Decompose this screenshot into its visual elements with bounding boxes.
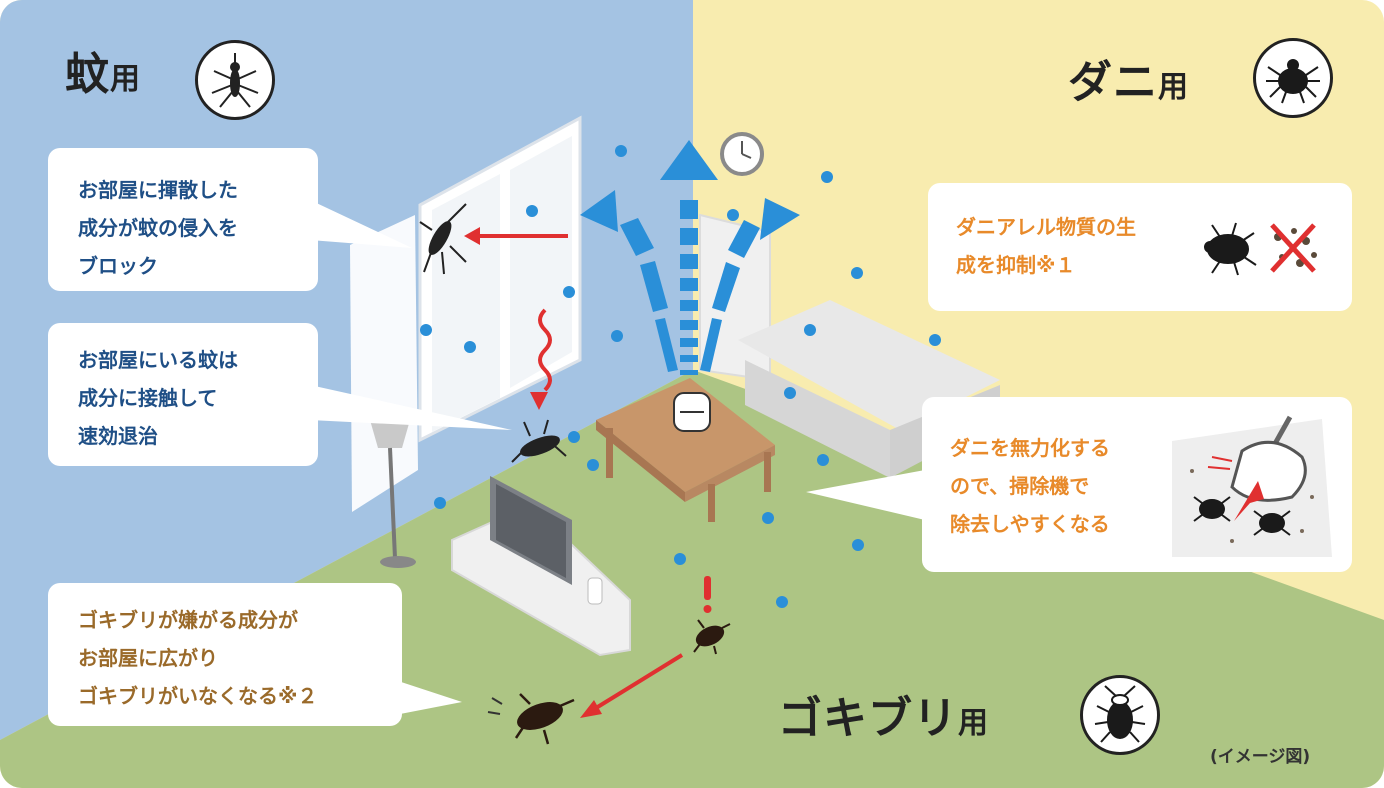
mosquito-block-arrow	[464, 227, 568, 245]
mite-title-main: ダニ	[1068, 57, 1158, 108]
tv-stand	[451, 476, 631, 657]
cockroach-bubble: ゴキブリが嫌がる成分が お部屋に広がり ゴキブリがいなくなる※２	[48, 583, 402, 726]
cockroach-small	[693, 619, 731, 655]
particle-dot	[852, 539, 864, 551]
mosquito-icon	[195, 40, 275, 120]
vacuum-mite-icon	[1172, 415, 1332, 557]
particle-dot	[821, 171, 833, 183]
mosquito-kill-bubble: お部屋にいる蚊は 成分に接触して 速効退治	[48, 323, 318, 466]
particle-dot	[762, 512, 774, 524]
particle-dot	[817, 454, 829, 466]
airflow-arrows	[580, 140, 800, 375]
mosquito-on-window	[419, 203, 467, 275]
cockroach-icon	[1080, 675, 1160, 755]
particle-dot	[615, 145, 627, 157]
particle-dot	[929, 334, 941, 346]
cockroach-fleeing	[487, 693, 575, 745]
bubble-line: 成を抑制※１	[956, 253, 1076, 277]
particle-dot	[563, 286, 575, 298]
particle-dot	[776, 596, 788, 608]
particle-dot	[464, 341, 476, 353]
bubble-line: 速効退治	[78, 424, 158, 448]
mosquito-title-suffix: 用	[110, 62, 141, 97]
bubble-line: ダニを無力化する	[950, 436, 1110, 460]
bubble-line: お部屋に揮散した	[78, 178, 238, 202]
bubble-line: お部屋に広がり	[78, 646, 218, 670]
particle-dot	[526, 205, 538, 217]
particle-dot	[611, 330, 623, 342]
particle-dot	[851, 267, 863, 279]
cockroach-title-suffix: 用	[958, 706, 989, 741]
mosquito-on-floor	[511, 419, 567, 463]
bubble-line: ダニアレル物質の生	[956, 215, 1136, 239]
bubble-line: 成分が蚊の侵入を	[78, 216, 238, 240]
wall-clock	[720, 132, 764, 176]
mosquito-title-main: 蚊	[65, 49, 110, 100]
particle-dot	[434, 497, 446, 509]
bubble-line: ゴキブリが嫌がる成分が	[78, 608, 298, 632]
particle-dot	[727, 209, 739, 221]
particles	[420, 145, 941, 608]
mosquito-section-title: 蚊用	[65, 38, 141, 102]
particle-dot	[568, 431, 580, 443]
mosquito-fall-arrow	[530, 308, 552, 410]
cockroach-arrow	[580, 576, 712, 718]
mite-allergen-bubble: ダニアレル物質の生 成を抑制※１	[928, 183, 1352, 311]
bubble-line: ゴキブリがいなくなる※２	[78, 684, 318, 708]
bubble-line: お部屋にいる蚊は	[78, 348, 238, 372]
bubble-line: ので、掃除機で	[950, 474, 1090, 498]
cockroach-title-main: ゴキブリ	[778, 693, 958, 744]
mosquito-block-bubble: お部屋に揮散した 成分が蚊の侵入を ブロック	[48, 148, 318, 291]
mite-title-suffix: 用	[1158, 70, 1189, 105]
bubble-line: 成分に接触して	[78, 386, 218, 410]
image-footnote: (イメージ図)	[1210, 747, 1311, 767]
cockroach-section-title: ゴキブリ用	[778, 682, 989, 746]
particle-dot	[420, 324, 432, 336]
particle-dot	[784, 387, 796, 399]
mite-section-title: ダニ用	[1068, 46, 1189, 110]
particle-dot	[804, 324, 816, 336]
repellent-device	[673, 392, 711, 432]
particle-dot	[587, 459, 599, 471]
particle-dot	[674, 553, 686, 565]
mite-clean-bubble: ダニを無力化する ので、掃除機で 除去しやすくなる	[922, 397, 1352, 572]
mite-icon	[1253, 38, 1333, 118]
coffee-table	[596, 378, 775, 522]
bubble-line: ブロック	[78, 254, 158, 278]
mite-no-allergen-icon	[1204, 222, 1317, 276]
bubble-line: 除去しやすくなる	[950, 512, 1110, 536]
floor-lamp	[370, 420, 416, 568]
